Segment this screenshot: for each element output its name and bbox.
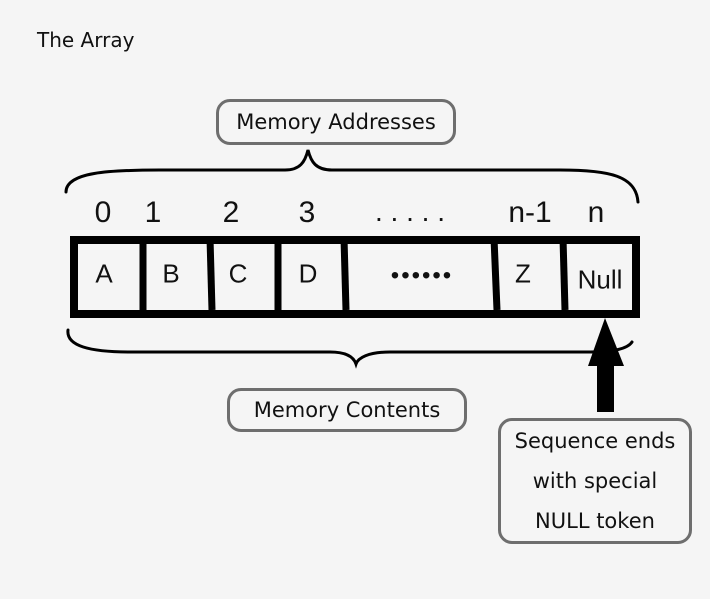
array-cell: •••••• [390, 262, 454, 289]
array-cell: A [95, 258, 113, 289]
array-outline [70, 236, 640, 318]
array-cell: Z [515, 258, 531, 289]
cell-divider [206, 237, 216, 311]
cell-divider [490, 237, 501, 311]
array-cell: B [162, 258, 180, 289]
index-label: 3 [298, 196, 316, 229]
memory-contents-label: Memory Contents [227, 388, 467, 432]
cell-divider [559, 237, 569, 311]
arrow-head [588, 318, 624, 366]
memory-addresses-label: Memory Addresses [216, 99, 456, 145]
note-line: NULL token [535, 509, 655, 533]
addresses-brace [64, 149, 640, 204]
array-cell: D [298, 258, 318, 289]
null-token-note: Sequence ends with special NULL token [498, 418, 692, 544]
index-label: 0 [94, 196, 112, 229]
index-label: 2 [222, 196, 240, 229]
array-cell-null: Null [577, 264, 623, 295]
cell-divider [340, 237, 350, 311]
index-label: n-1 [508, 196, 552, 229]
index-label: 1 [144, 196, 162, 229]
index-label: . . . . . [374, 196, 446, 227]
diagram-title: The Array [37, 28, 135, 52]
note-line: with special [532, 469, 658, 493]
contents-brace [66, 328, 634, 369]
index-label: n [587, 196, 605, 229]
arrow-shaft [597, 364, 614, 412]
note-line: Sequence ends [514, 429, 676, 453]
array-cell: C [228, 258, 248, 289]
